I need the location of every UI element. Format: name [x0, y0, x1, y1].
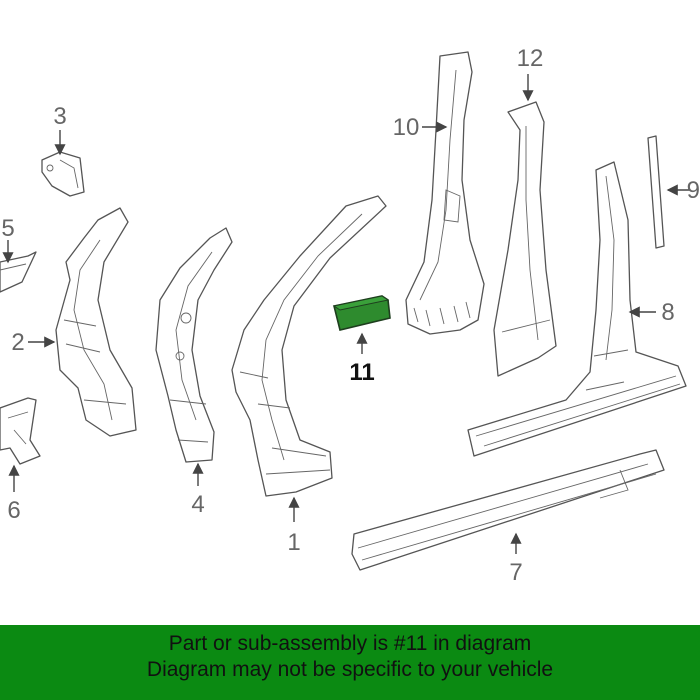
banner-line-disclaimer: Diagram may not be specific to your vehi… — [146, 658, 554, 681]
callout-11: 11 — [349, 359, 374, 386]
callout-6: 6 — [7, 497, 20, 524]
leader-lines — [2, 74, 690, 554]
part-5-panel — [0, 251, 37, 293]
callout-12: 12 — [517, 45, 544, 72]
callout-9: 9 — [687, 177, 700, 204]
part-1-a-pillar-outer — [231, 195, 387, 497]
part-6-panel — [0, 397, 41, 465]
callout-4: 4 — [191, 491, 204, 518]
callout-3: 3 — [53, 103, 66, 130]
part-9-weatherstrip — [647, 135, 665, 249]
part-8-rocker-pillar — [467, 161, 687, 457]
callout-1: 1 — [287, 529, 300, 556]
part-11-reinforcement-block[interactable] — [332, 295, 391, 331]
callout-2: 2 — [11, 329, 24, 356]
banner-line-part: Part or sub-assembly is #11 in diagram — [168, 632, 532, 655]
part-2-pillar-reinforcement — [55, 207, 137, 437]
part-4-pillar-inner — [155, 227, 233, 463]
callout-10: 10 — [393, 114, 420, 141]
part-7-rocker-sill — [351, 449, 665, 571]
info-banner: Part or sub-assembly is #11 in diagram D… — [0, 625, 700, 700]
callout-5: 5 — [1, 215, 14, 242]
part-10-b-pillar-inner — [405, 51, 485, 335]
callout-8: 8 — [661, 299, 674, 326]
callout-7: 7 — [509, 559, 522, 586]
callout-labels: 3 5 2 6 4 1 11 10 12 9 8 7 — [1, 45, 700, 586]
part-12-b-pillar-outer — [493, 101, 557, 377]
part-3-bracket — [41, 151, 85, 197]
exploded-parts-diagram: 3 5 2 6 4 1 11 10 12 9 8 7 — [0, 45, 700, 586]
